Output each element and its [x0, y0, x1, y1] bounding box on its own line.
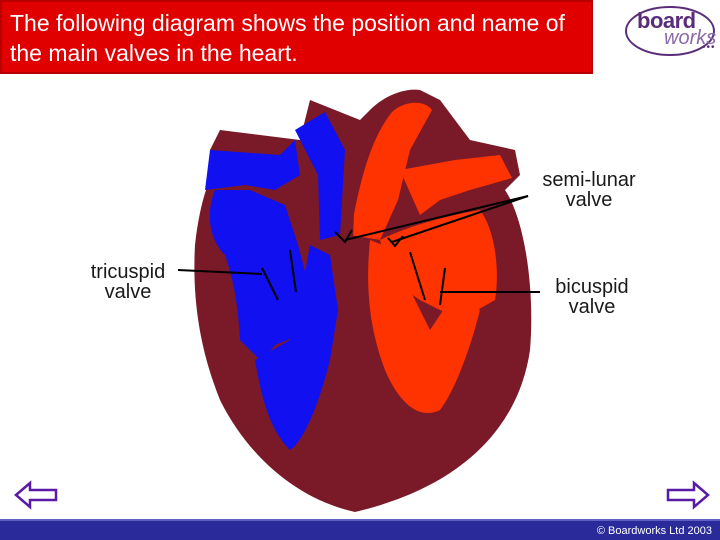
- left-ventricle: [368, 240, 480, 414]
- tricuspid-pointer-line: [177, 269, 263, 275]
- bicuspid-label-line1: bicuspid: [555, 276, 629, 298]
- pulmonary-vein: [400, 155, 512, 215]
- footer-bar: [0, 521, 720, 540]
- right-ventricle: [255, 245, 338, 450]
- aorta: [350, 102, 432, 240]
- tricuspid-label-line1: tricuspid: [90, 261, 166, 283]
- right-atrium: [209, 190, 310, 362]
- boardworks-logo: board works •••: [624, 4, 716, 60]
- logo-text-board: board: [637, 8, 696, 33]
- heart-diagram: [177, 89, 540, 512]
- semilunar-label-line2: valve: [565, 189, 613, 211]
- logo-oval-icon: [625, 6, 715, 56]
- forward-arrow-icon[interactable]: [666, 480, 710, 510]
- superior-vena-cava: [205, 140, 300, 190]
- footer-line: [0, 519, 720, 521]
- semilunar-pointer-line-2: [391, 195, 529, 243]
- back-arrow-icon[interactable]: [14, 480, 58, 510]
- semilunar-label-line1: semi-lunar: [542, 169, 636, 191]
- septum: [342, 149, 360, 506]
- tricuspid-valve-label: tricuspid valve: [76, 262, 180, 302]
- slide-title: The following diagram shows the position…: [10, 10, 565, 66]
- tricuspid-label-line2: valve: [104, 281, 152, 303]
- bicuspid-valve-label: bicuspid valve: [540, 277, 644, 317]
- logo-text-works: works: [664, 27, 717, 49]
- logo-dots: •••: [702, 42, 716, 53]
- bicuspid-label-line2: valve: [568, 296, 616, 318]
- bicuspid-valve-flaps: [409, 251, 446, 306]
- pulmonary-artery-blue: [295, 112, 345, 240]
- tricuspid-valve-flaps: [261, 249, 297, 301]
- semilunar-valve-label: semi-lunar valve: [530, 170, 648, 210]
- semilunar-pointer-line-1: [344, 195, 529, 241]
- title-box: The following diagram shows the position…: [0, 0, 593, 74]
- copyright-text: © Boardworks Ltd 2003: [596, 525, 712, 537]
